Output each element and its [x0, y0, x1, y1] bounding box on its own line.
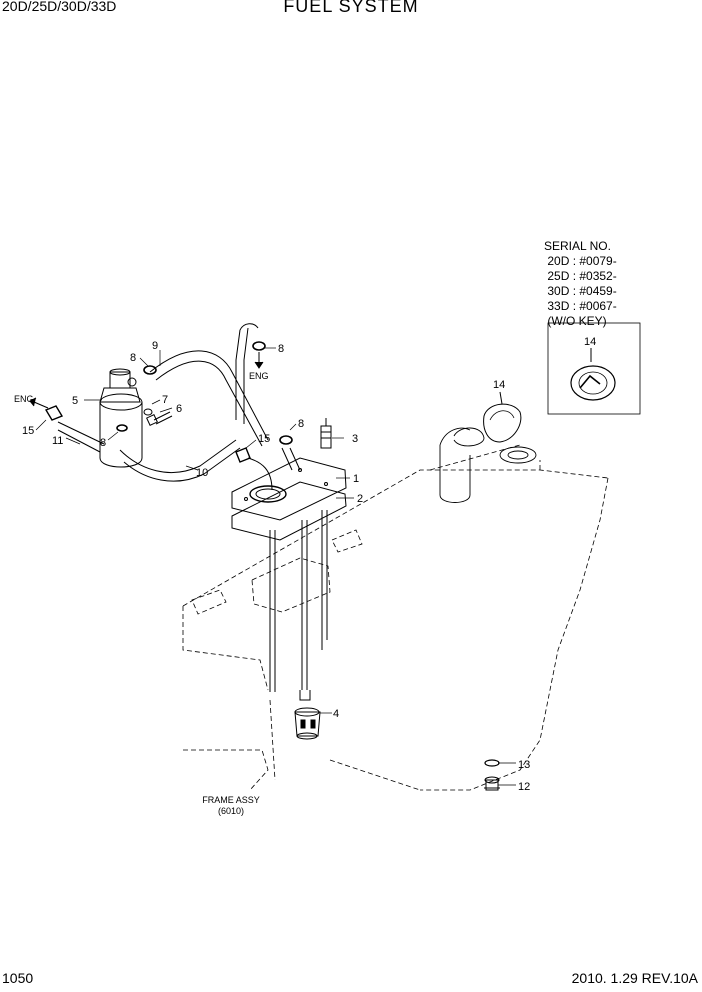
eng-label-top: ENG	[249, 371, 269, 381]
callout-9: 9	[152, 340, 158, 352]
fuel-tank-outline	[182, 444, 609, 791]
callout-8d: 8	[100, 437, 106, 449]
callout-8: 8	[130, 352, 136, 364]
eng-arrows	[29, 352, 264, 409]
washer-part-7	[143, 408, 153, 416]
leader-lines	[35, 347, 516, 786]
callout-11: 11	[52, 435, 63, 447]
serial-heading: SERIAL NO.	[544, 239, 611, 253]
hoses	[57, 323, 301, 491]
callout-3: 3	[352, 433, 358, 445]
callout-6: 6	[176, 403, 182, 415]
frame-assy-note: FRAME ASSY (6010)	[196, 795, 266, 817]
page-title: FUEL SYSTEM	[283, 0, 419, 16]
callout-2: 2	[357, 493, 363, 505]
callout-4: 4	[333, 708, 339, 720]
clamp-part-8	[116, 341, 293, 445]
callout-8b: 8	[278, 343, 284, 355]
bolt-part-6	[146, 411, 173, 426]
serial-line-30d: 30D : #0459-	[547, 284, 617, 298]
eng-label-left: ENG	[14, 394, 34, 404]
cap-detail-box	[547, 322, 641, 415]
serial-line-25d: 25D : #0352-	[547, 269, 617, 283]
callout-8c: 8	[298, 418, 304, 430]
callout-15b: 15	[258, 433, 270, 445]
callout-15: 15	[22, 425, 34, 437]
callout-7: 7	[162, 394, 168, 406]
callout-10: 10	[196, 467, 208, 479]
callout-14: 14	[493, 379, 505, 391]
frame-assy-label: FRAME ASSY	[202, 795, 260, 805]
sender-tubes	[269, 510, 328, 701]
fuel-filter-part-5	[99, 368, 143, 468]
callout-14b: 14	[584, 336, 596, 348]
o-ring-part-13	[484, 759, 500, 767]
serial-line-20d: 20D : #0079-	[547, 254, 617, 268]
strainer-part-4	[294, 707, 321, 740]
sender-unit-part-1	[231, 457, 347, 521]
callout-13: 13	[518, 759, 530, 771]
callout-1: 1	[353, 473, 359, 485]
gasket-part-2	[231, 481, 347, 541]
fuel-cap-part-14	[483, 391, 522, 443]
revision-date: 2010. 1.29 REV.10A	[571, 970, 698, 986]
fitting-part-3	[320, 418, 332, 449]
serial-number-box: SERIAL NO. 20D : #0079- 25D : #0352- 30D…	[544, 239, 617, 329]
callout-12: 12	[518, 781, 530, 793]
drain-plug-part-12	[484, 776, 500, 791]
serial-line-33d: 33D : #0067-	[547, 299, 617, 313]
serial-line-wo-key: (W/O KEY)	[547, 314, 607, 328]
clip-part-15	[44, 405, 251, 463]
callout-5: 5	[72, 395, 78, 407]
frame-assy-number: (6010)	[217, 806, 244, 816]
model-list: 20D/25D/30D/33D	[2, 0, 117, 14]
fuel-cap-detail-part-14	[570, 348, 616, 401]
filler-neck	[439, 427, 537, 503]
page-number: 1050	[2, 970, 34, 986]
